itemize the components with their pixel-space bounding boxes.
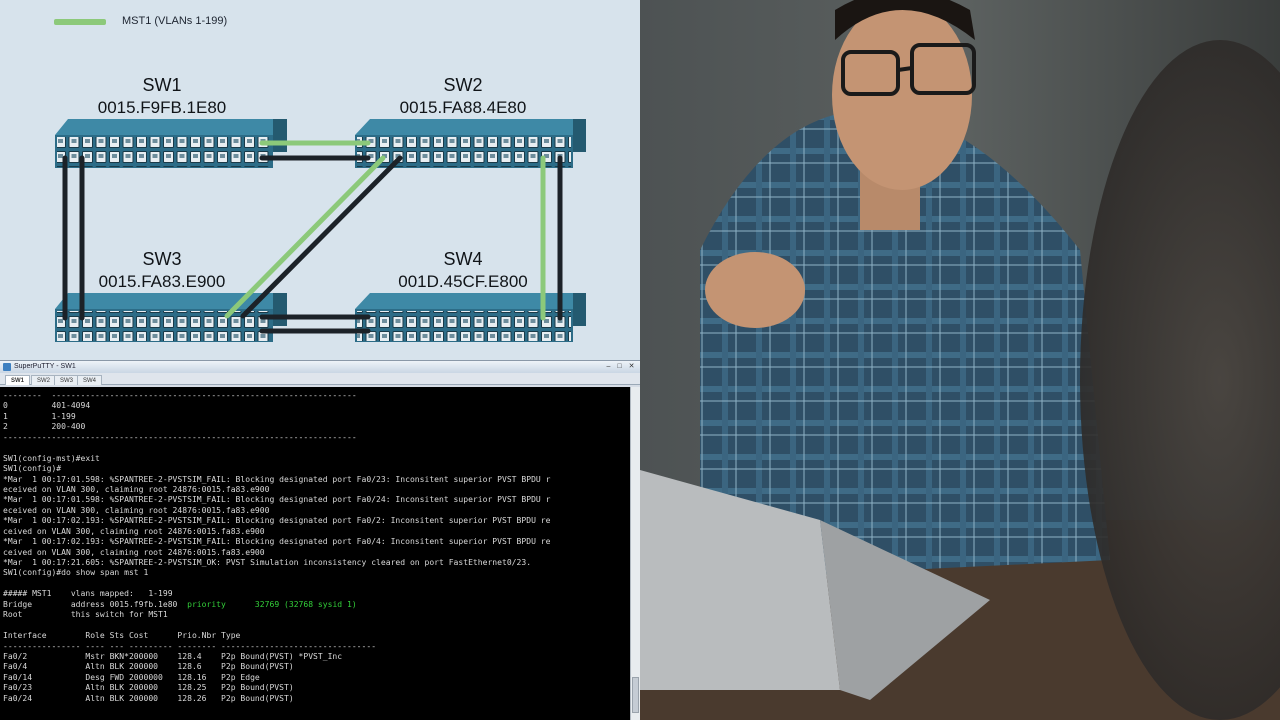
- terminal-line: SW1(config)#: [3, 464, 62, 474]
- instructor-photo: [640, 0, 1280, 720]
- session-tabs: SW1 SW2 SW3 SW4: [0, 373, 640, 385]
- terminal-line: eceived on VLAN 300, claiming root 24876…: [3, 505, 270, 515]
- sw4-name: SW4: [443, 249, 483, 269]
- tab-sw3[interactable]: SW3: [54, 375, 80, 385]
- legend-mst1-line: [54, 19, 106, 25]
- terminal-line: 2 200-400: [3, 422, 86, 432]
- terminal-line: [3, 443, 630, 453]
- terminal-highlight: priority 32769 (32768 sysid 1): [187, 599, 357, 609]
- terminal-line: ##### MST1 vlans mapped: 1-199: [3, 589, 173, 599]
- terminal-line: ---------------- ---- --- --------- ----…: [3, 641, 377, 651]
- topology-canvas: [55, 119, 586, 342]
- terminal-line: Fa0/14 Desg FWD 2000000 128.16 P2p Edge: [3, 672, 260, 682]
- terminal-line: [3, 579, 630, 589]
- link-sw2-sw3-mst1: [224, 155, 386, 319]
- terminal-line: Fa0/2 Mstr BKN*200000 128.4 P2p Bound(PV…: [3, 651, 343, 661]
- sw4-mac: 001D.45CF.E800: [398, 272, 528, 291]
- switch-sw3: [55, 293, 287, 342]
- minimize-icon[interactable]: –: [606, 363, 611, 370]
- sw3-mac: 0015.FA83.E900: [98, 272, 226, 291]
- link-sw2-sw3: [240, 155, 403, 319]
- close-icon[interactable]: ✕: [628, 363, 635, 370]
- switch-sw1: [55, 119, 287, 168]
- terminal-line: *Mar 1 00:17:01.598: %SPANTREE-2-PVSTSIM…: [3, 474, 551, 484]
- switch-sw4: [355, 293, 586, 342]
- tab-sw1[interactable]: SW1: [5, 375, 31, 385]
- sw1-name: SW1: [142, 75, 182, 95]
- sw2-name: SW2: [443, 75, 483, 95]
- terminal-line: -------- -------------------------------…: [3, 391, 357, 400]
- terminal-line: [3, 621, 630, 631]
- terminal-line: ----------------------------------------…: [3, 432, 357, 442]
- terminal-line: *Mar 1 00:17:01.598: %SPANTREE-2-PVSTSIM…: [3, 495, 551, 505]
- superputty-window: SuperPuTTY - SW1 – □ ✕ SW1 SW2 SW3 SW4 -…: [0, 360, 640, 720]
- sw3-name: SW3: [142, 249, 182, 269]
- terminal-scrollbar[interactable]: [630, 387, 640, 720]
- sw1-mac: 0015.F9FB.1E80: [97, 98, 227, 117]
- terminal-line: *Mar 1 00:17:21.605: %SPANTREE-2-PVSTSIM…: [3, 558, 532, 567]
- terminal-line: SW1(config)#do show span mst 1: [3, 568, 149, 578]
- terminal-line: Fa0/23 Altn BLK 200000 128.25 P2p Bound(…: [3, 683, 294, 693]
- maximize-icon[interactable]: □: [617, 363, 622, 370]
- network-topology-diagram: MST1 (VLANs 1-199): [0, 0, 640, 360]
- sw2-mac: 0015.FA88.4E80: [399, 98, 527, 117]
- terminal-line: SW1(config-mst)#exit: [3, 453, 100, 463]
- terminal-line: eceived on VLAN 300, claiming root 24876…: [3, 484, 270, 494]
- terminal-line: ceived on VLAN 300, claiming root 24876:…: [3, 526, 265, 536]
- terminal-line: Bridge address 0015.f9fb.1e80 priority 3…: [3, 599, 357, 609]
- terminal-line: 1 1-199: [3, 411, 76, 421]
- terminal-line: Fa0/24 Altn BLK 200000 128.26 P2p Bound(…: [3, 693, 294, 703]
- window-title: SuperPuTTY - SW1: [14, 363, 76, 370]
- terminal-line: Fa0/4 Altn BLK 200000 128.6 P2p Bound(PV…: [3, 662, 294, 672]
- terminal-line: [3, 704, 630, 714]
- scrollbar-thumb[interactable]: [632, 677, 639, 713]
- terminal-line: 0 401-4094: [3, 401, 91, 411]
- putty-app-icon: [3, 363, 11, 371]
- terminal-line: *Mar 1 00:17:02.193: %SPANTREE-2-PVSTSIM…: [3, 537, 551, 547]
- photo-man-with-laptop-icon: [640, 0, 1280, 720]
- terminal-line: Root this switch for MST1: [3, 610, 168, 620]
- terminal-output[interactable]: -------- -------------------------------…: [0, 387, 630, 720]
- window-titlebar[interactable]: SuperPuTTY - SW1 – □ ✕: [0, 361, 640, 373]
- tab-sw4[interactable]: SW4: [77, 375, 103, 385]
- legend-mst1-label: MST1 (VLANs 1-199): [122, 15, 228, 27]
- tab-sw2[interactable]: SW2: [31, 375, 57, 385]
- terminal-line: [3, 715, 630, 720]
- terminal-line: Interface Role Sts Cost Prio.Nbr Type: [3, 631, 241, 641]
- terminal-line: ceived on VLAN 300, claiming root 24876:…: [3, 547, 265, 557]
- switch-sw2: [355, 119, 586, 168]
- terminal-line: *Mar 1 00:17:02.193: %SPANTREE-2-PVSTSIM…: [3, 516, 551, 526]
